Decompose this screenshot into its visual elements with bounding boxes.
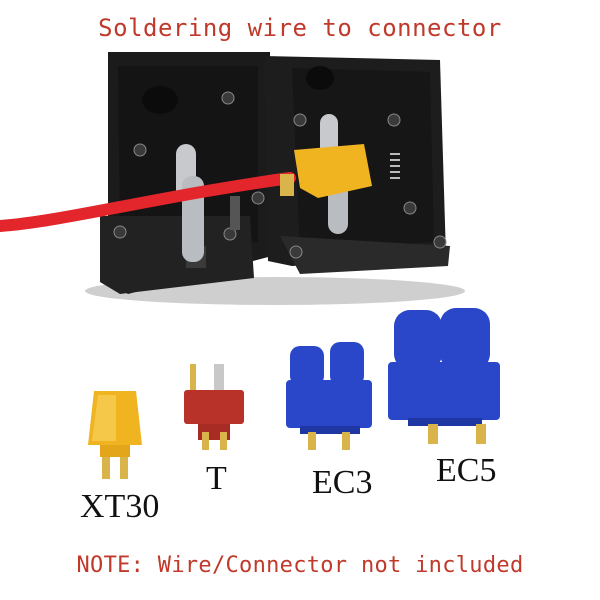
soldering-jig-photo	[0, 52, 465, 305]
left-bottom-plate	[100, 216, 254, 294]
disclaimer-note: NOTE: Wire/Connector not included	[76, 553, 524, 578]
plate-hole	[142, 86, 178, 114]
spring	[390, 153, 400, 179]
ec3-connector-image	[286, 342, 372, 450]
right-plate-edge	[280, 236, 450, 274]
ec3-label: EC3	[312, 464, 373, 501]
xt30-connector-image	[88, 391, 142, 479]
ec5-label: EC5	[436, 452, 497, 489]
plate-screws	[113, 91, 447, 259]
page-title: Soldering wire to connector	[98, 14, 502, 42]
red-wire	[0, 172, 296, 232]
t-label: T	[206, 460, 227, 497]
xt30-label: XT30	[80, 488, 160, 525]
plate-hole	[306, 66, 334, 90]
plate-slot	[230, 196, 240, 230]
connector-pins	[280, 174, 294, 196]
ec5-connector-image	[388, 308, 500, 444]
t-connector-image	[184, 364, 244, 450]
xt30-in-jig	[294, 144, 372, 198]
